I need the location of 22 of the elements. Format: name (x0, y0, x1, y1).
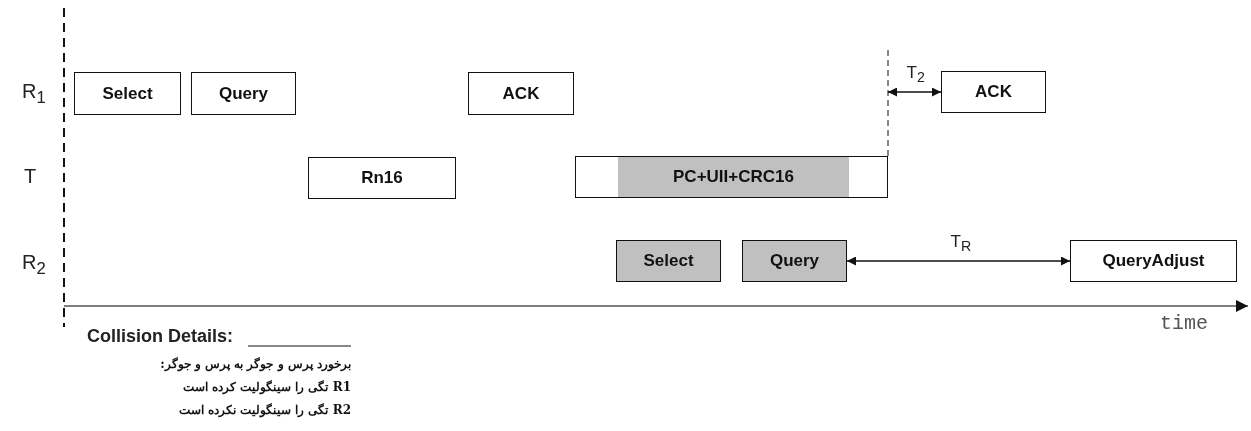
timing-arrow (887, 87, 942, 97)
message-frame (575, 156, 888, 198)
message-box: ACK (468, 72, 574, 115)
message-box: QueryAdjust (1070, 240, 1237, 282)
message-box: Query (742, 240, 847, 282)
row-label: T (24, 165, 37, 188)
note-text: R1 تگی را سینگولیت کرده است (182, 380, 351, 394)
timing-arrow (846, 256, 1071, 266)
message-box: ACK (941, 71, 1046, 113)
message-box: Query (191, 72, 296, 115)
note-text: R2 تگی را سینگولیت نکرده است (178, 403, 351, 417)
row-label: R$_{2}$ (22, 251, 46, 279)
edge-label: T$_{R}$ (948, 233, 974, 254)
message-box: Select (616, 240, 721, 282)
axis-label: time (1160, 312, 1208, 335)
row-label: R$_{1}$ (22, 80, 46, 108)
message-box: Select (74, 72, 181, 115)
edge-label: T$_{2}$ (904, 64, 927, 85)
section-heading: Collision Details: (87, 326, 234, 347)
highlighted-field: PC+UII+CRC16 (618, 157, 849, 197)
note-text: برخورد پرس و جوگر به پرس و جوگر: (160, 357, 351, 371)
message-box: Rn16 (308, 157, 456, 199)
